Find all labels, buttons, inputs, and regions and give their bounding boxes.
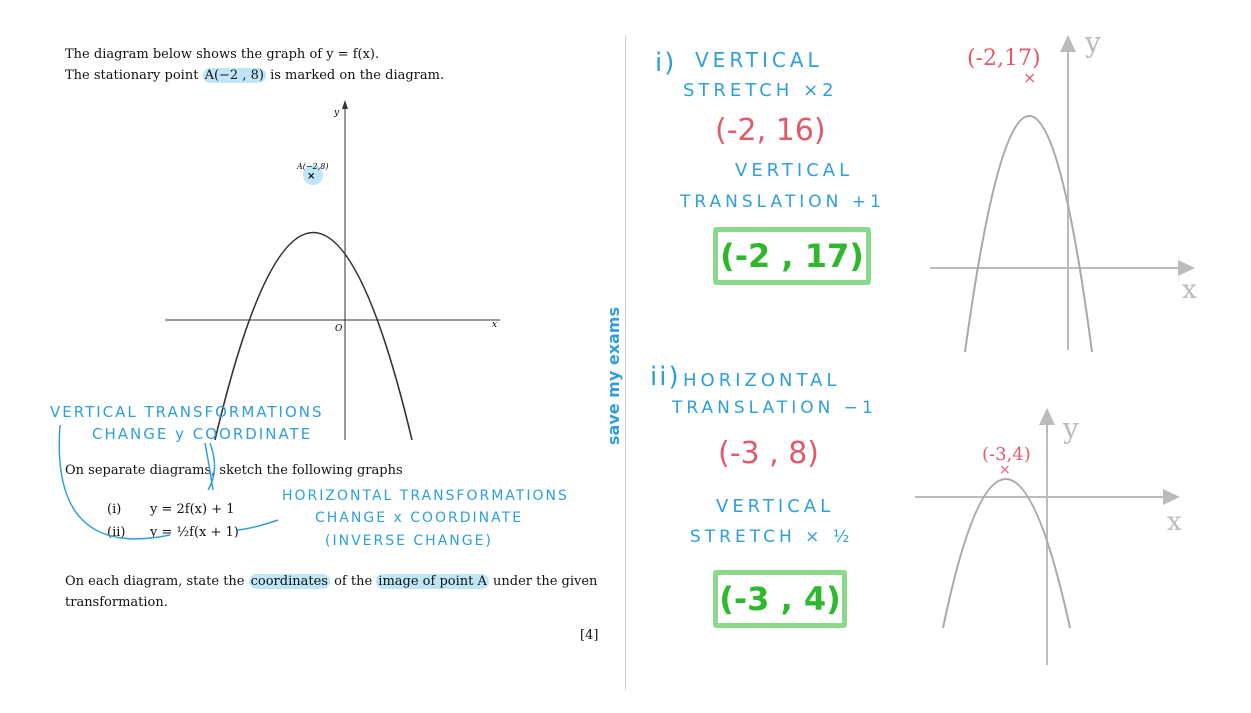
sketch-ii-x-label: x <box>1167 507 1182 537</box>
graph-origin-label: O <box>335 324 343 334</box>
final-pre: On each diagram, state the <box>65 574 249 589</box>
stationary-point-highlight <box>303 165 323 185</box>
solution-i-result1: (-2, 16) <box>715 113 826 148</box>
marks: [4] <box>580 628 599 643</box>
solution-ii-step1b: TRANSLATION −1 <box>672 398 877 418</box>
question-line-2: The stationary point A(−2 , 8) is marked… <box>65 65 444 86</box>
solution-ii-step1a: HORIZONTAL <box>683 370 841 391</box>
final-mid: of the <box>329 574 377 589</box>
coordinates-highlight: coordinates <box>248 574 330 589</box>
sketch-ii-x-arrow <box>1163 489 1180 505</box>
question-line-1: The diagram below shows the graph of y =… <box>65 47 380 62</box>
graph-axis-y-label: y <box>333 108 340 118</box>
y-axis-arrow <box>342 100 348 109</box>
solution-i-answer: (-2 , 17) <box>713 227 871 285</box>
arrow-to-plus-one-x <box>237 519 279 531</box>
annotation-horizontal-line2: CHANGE x COORDINATE <box>315 510 524 526</box>
question-graph: y x O × A(−2,8) <box>165 100 500 441</box>
point-a-highlight: A(−2 , 8) <box>202 68 266 83</box>
final-instruction-line2: transformation. <box>65 595 168 610</box>
sketch-i-max-marker: × <box>1023 68 1036 87</box>
graph-axis-x-label: x <box>492 320 497 330</box>
sketch-i-y-label: y <box>1084 30 1101 59</box>
sketch-i-curve <box>964 115 1093 353</box>
solution-ii-step2a: VERTICAL <box>716 496 835 517</box>
final-post: under the given <box>488 574 598 589</box>
question-line-2-post: is marked on the diagram. <box>265 68 445 83</box>
solution-ii-result1: (-3 , 8) <box>718 436 820 471</box>
part-i-equation: y = 2f(x) + 1 <box>150 502 235 517</box>
solution-i-step1b: STRETCH ×2 <box>683 80 838 101</box>
question-line-2-pre: The stationary point <box>65 68 203 83</box>
part-ii-equation: y = ½f(x + 1) <box>150 525 239 540</box>
annotation-horizontal-line3: (INVERSE CHANGE) <box>325 533 493 549</box>
arrow-to-2 <box>204 442 214 491</box>
final-instruction: On each diagram, state the coordinates o… <box>65 571 597 592</box>
sketch-ii-max-marker: × <box>999 462 1011 478</box>
divider <box>625 35 626 690</box>
solution-ii-number: ii) <box>650 362 681 392</box>
annotation-arrows <box>58 424 279 540</box>
sketch-ii-y-label: y <box>1062 412 1079 445</box>
sketch-ii-label: (-3,4) <box>982 444 1031 465</box>
instruction-text: On separate diagrams, sketch the followi… <box>65 463 403 478</box>
annotation-vertical-line2: CHANGE y COORDINATE <box>92 425 313 443</box>
solution-i-step1a: VERTICAL <box>695 48 823 72</box>
sketch-i: y x × (-2,17) <box>930 30 1197 353</box>
solution-ii-step2b: STRETCH × ½ <box>690 527 854 547</box>
stationary-point-marker: × <box>307 171 315 182</box>
arrow-to-half <box>58 424 171 540</box>
graph-curve <box>214 231 413 441</box>
solution-i-step2b: TRANSLATION +1 <box>680 192 885 212</box>
annotation-vertical-line1: VERTICAL TRANSFORMATIONS <box>50 403 324 421</box>
part-i-label: (i) <box>107 502 122 517</box>
sketch-i-x-label: x <box>1182 275 1197 305</box>
graph-point-label: A(−2,8) <box>296 162 328 171</box>
solution-i-number: i) <box>655 48 677 78</box>
sketch-ii-curve <box>942 478 1071 629</box>
solution-ii-answer: (-3 , 4) <box>713 570 847 628</box>
sketch-i-x-arrow <box>1178 260 1195 276</box>
arrow-to-plus1 <box>207 442 216 491</box>
brand-logo: save my exams <box>604 306 623 445</box>
sketch-ii: y x × (-3,4) <box>915 408 1182 665</box>
solution-i-step2a: VERTICAL <box>735 160 854 181</box>
sketch-ii-y-arrow <box>1039 408 1055 425</box>
image-of-point-highlight: image of point A <box>376 574 489 589</box>
sketch-i-y-arrow <box>1060 35 1076 52</box>
annotation-horizontal-line1: HORIZONTAL TRANSFORMATIONS <box>282 488 569 504</box>
sketch-i-label: (-2,17) <box>967 46 1041 71</box>
